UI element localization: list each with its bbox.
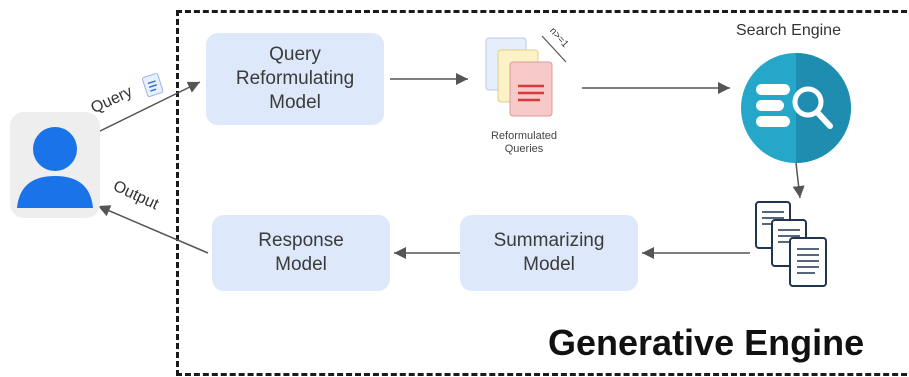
search-engine-icon	[741, 53, 851, 163]
query-arrow	[97, 81, 201, 133]
generative-engine-frame	[176, 10, 909, 376]
output-arrow	[97, 205, 209, 254]
search-engine-label: Search Engine	[736, 22, 841, 39]
reformulator-line-1: Query	[269, 44, 321, 65]
responder-line-2: Model	[275, 254, 327, 275]
user-icon	[10, 112, 100, 218]
summarizer-line-1: Summarizing	[493, 230, 605, 251]
responder-line-1: Response	[258, 230, 344, 251]
reformulator-line-2: Reformulating	[235, 68, 355, 89]
generative-engine-title: Generative Engine	[548, 322, 865, 363]
reformulator-line-3: Model	[269, 92, 321, 113]
query-document-icon	[142, 73, 164, 98]
results-arrow	[792, 162, 805, 199]
query-reformulating-model-box: Query Reformulating Model	[206, 33, 384, 125]
reformulated-queries-label: Reformulated Queries	[474, 130, 574, 156]
retrieved-documents-icon	[755, 201, 827, 287]
summarizing-model-box: Summarizing Model	[460, 215, 638, 291]
reformulated-line-2: Queries	[504, 143, 544, 155]
reformulated-line-1: Reformulated	[490, 130, 558, 142]
reformulated-queries-icon	[485, 35, 567, 117]
response-model-box: Response Model	[212, 215, 390, 291]
summarizer-line-2: Model	[523, 254, 575, 275]
